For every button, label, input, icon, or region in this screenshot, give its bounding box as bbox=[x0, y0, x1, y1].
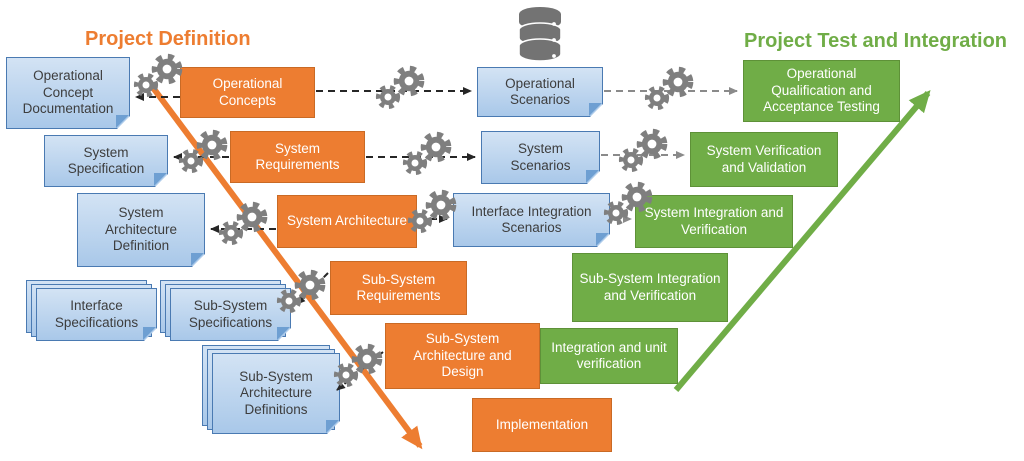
gears-icon bbox=[280, 273, 322, 310]
database-icon bbox=[518, 7, 562, 62]
test-label: System Verification and Validation bbox=[706, 143, 822, 175]
project-test-arrow bbox=[673, 89, 931, 392]
step-operational-concepts: Operational Concepts bbox=[180, 67, 315, 118]
project-definition-arrow bbox=[148, 83, 423, 450]
doc-system-architecture-definition: System Architecture Definition bbox=[77, 193, 205, 267]
doc-stack-interface-specifications: Interface Specifications bbox=[26, 280, 157, 341]
step-label: Implementation bbox=[495, 416, 589, 432]
doc-operational-concept-documentation: Operational Concept Documentation bbox=[6, 57, 130, 129]
test-system-integration-verification: System Integration and Verification bbox=[635, 195, 793, 248]
gears-icon bbox=[222, 205, 264, 242]
test-integration-unit-verification: Integration and unit verification bbox=[540, 328, 678, 384]
scenario-interface-integration: Interface Integration Scenarios bbox=[453, 193, 610, 247]
test-label: Operational Qualification and Acceptance… bbox=[763, 66, 880, 115]
scenario-label: System Scenarios bbox=[510, 141, 571, 173]
scenario-label: Interface Integration Scenarios bbox=[471, 203, 592, 235]
gears-icon bbox=[182, 133, 224, 170]
gears-icon bbox=[648, 70, 690, 107]
scenario-label: Operational Scenarios bbox=[505, 75, 575, 107]
test-label: Sub-System Integration and Verification bbox=[579, 271, 721, 303]
test-subsystem-integration-verification: Sub-System Integration and Verification bbox=[572, 253, 728, 322]
gears-icon bbox=[406, 135, 448, 172]
project-test-integration-title: Project Test and Integration bbox=[744, 30, 1007, 52]
step-label: System Architecture bbox=[286, 213, 408, 229]
doc-interface-specifications: Interface Specifications bbox=[36, 288, 157, 341]
step-system-requirements: System Requirements bbox=[230, 131, 365, 183]
gears-icon bbox=[337, 347, 379, 384]
doc-label: System Specification bbox=[67, 144, 145, 176]
document-handoff-connectors bbox=[296, 272, 384, 391]
test-label: System Integration and Verification bbox=[644, 205, 784, 237]
gears-icon bbox=[137, 57, 179, 94]
step-system-architecture: System Architecture bbox=[277, 195, 417, 248]
step-label: Sub-System Requirements bbox=[356, 271, 441, 303]
doc-subsystem-specifications: Sub-System Specifications bbox=[170, 288, 291, 341]
step-label: System Requirements bbox=[255, 140, 340, 172]
doc-label: System Architecture Definition bbox=[104, 205, 178, 254]
doc-system-specification: System Specification bbox=[44, 135, 168, 187]
step-subsystem-architecture-design: Sub-System Architecture and Design bbox=[385, 323, 540, 389]
gears-icon bbox=[607, 185, 649, 222]
doc-label: Sub-System Architecture Definitions bbox=[239, 368, 313, 417]
scenario-operational: Operational Scenarios bbox=[477, 67, 603, 117]
doc-label: Sub-System Specifications bbox=[188, 298, 273, 330]
doc-subsystem-architecture-definitions: Sub-System Architecture Definitions bbox=[212, 353, 340, 434]
doc-stack-subsystem-architecture-definitions: Sub-System Architecture Definitions bbox=[202, 345, 341, 435]
gears-icon bbox=[622, 132, 664, 169]
step-subsystem-requirements: Sub-System Requirements bbox=[330, 261, 467, 315]
test-system-verification-validation: System Verification and Validation bbox=[690, 132, 838, 187]
step-label: Sub-System Architecture and Design bbox=[413, 331, 512, 380]
doc-label: Operational Concept Documentation bbox=[22, 68, 114, 117]
test-label: Integration and unit verification bbox=[551, 339, 667, 371]
gears-icon bbox=[379, 69, 421, 106]
doc-label: Interface Specifications bbox=[54, 298, 139, 330]
scenario-system: System Scenarios bbox=[481, 131, 600, 184]
project-definition-title: Project Definition bbox=[85, 28, 251, 50]
step-implementation: Implementation bbox=[472, 398, 612, 452]
test-operational-qualification: Operational Qualification and Acceptance… bbox=[743, 60, 900, 122]
step-label: Operational Concepts bbox=[212, 76, 283, 108]
gears-icon bbox=[411, 193, 453, 230]
doc-stack-subsystem-specifications: Sub-System Specifications bbox=[160, 280, 291, 341]
